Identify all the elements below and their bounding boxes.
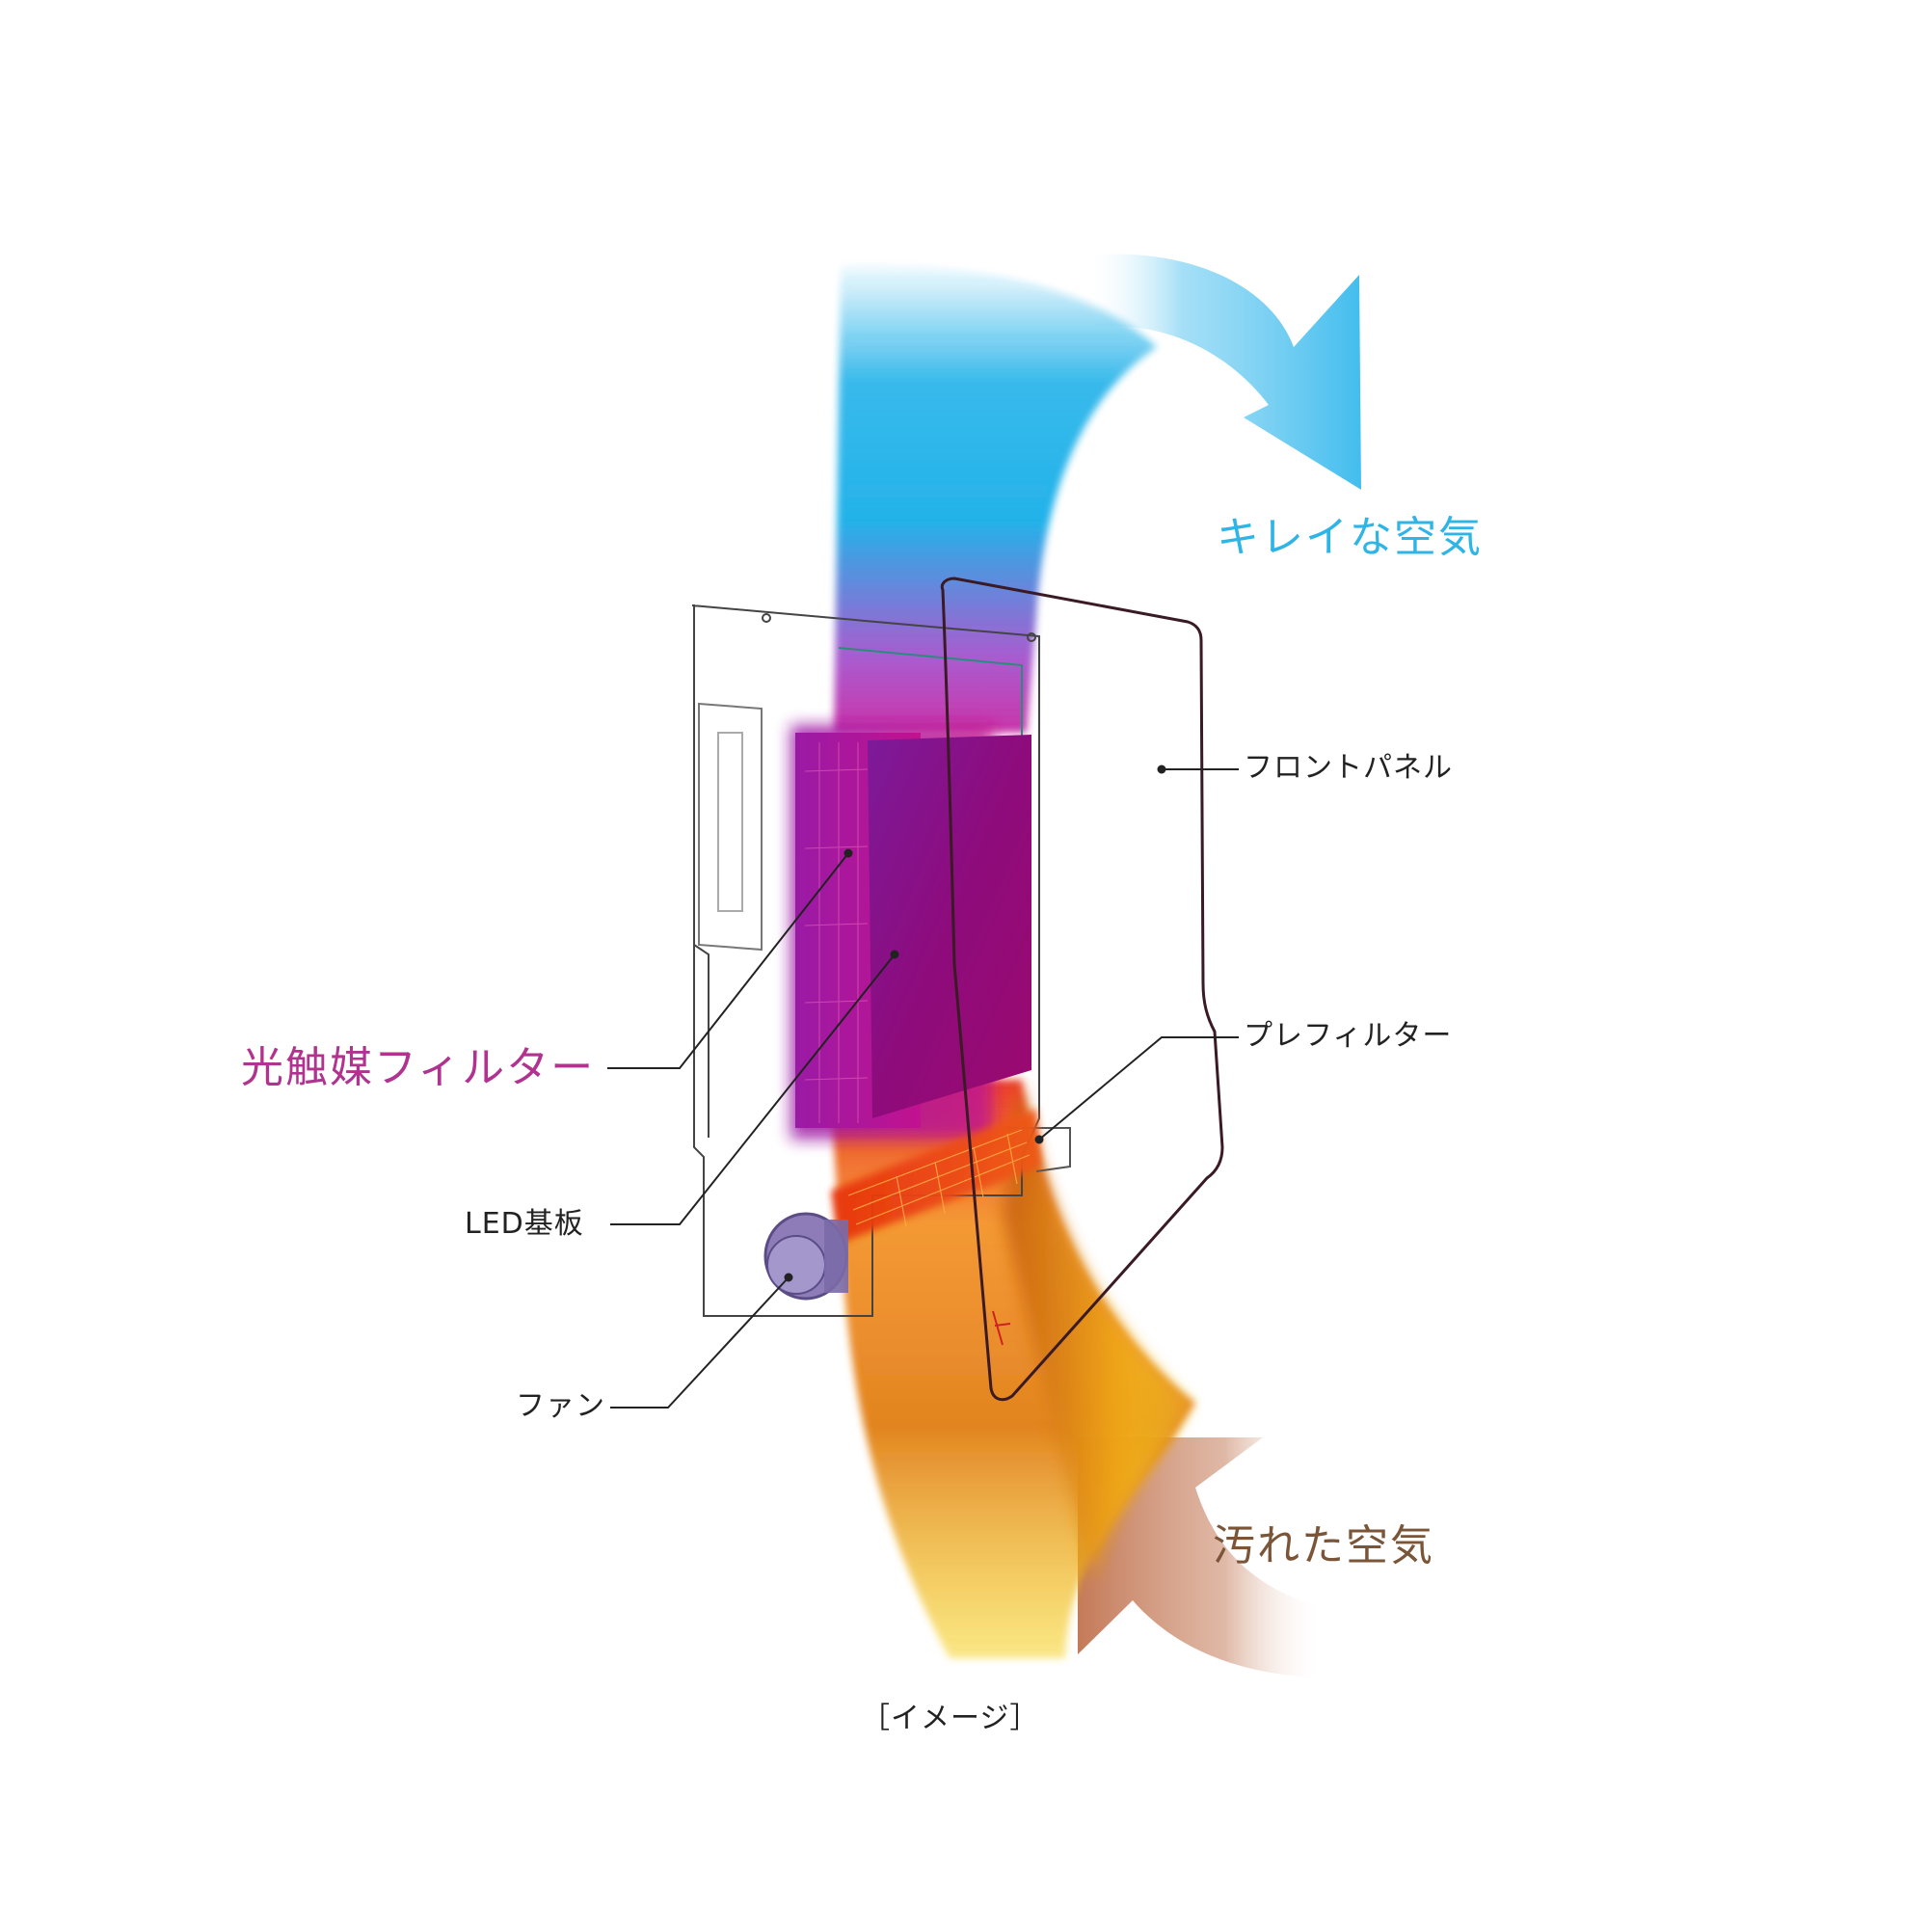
dirty-air-label: 汚れた空気 (1213, 1521, 1434, 1570)
caption: ［イメージ］ (861, 1702, 1040, 1735)
led-board (831, 1109, 1041, 1244)
fan-label: ファン (516, 1389, 605, 1423)
photocatalyst-filter-label: 光触媒フィルター (241, 1043, 596, 1092)
clean-airflow-stream (834, 264, 1157, 733)
photocatalyst-filter (790, 725, 1031, 1140)
prefilter-label: プレフィルター (1244, 1019, 1453, 1053)
clean-air-arrow (1084, 254, 1361, 490)
clean-air-label: キレイな空気 (1217, 513, 1483, 562)
dirty-air-arrow (1078, 1437, 1323, 1677)
leader-prefilter (1038, 1036, 1239, 1140)
dirty-airflow-stream (829, 1080, 1195, 1658)
front-panel (940, 577, 1224, 1402)
leader-fan (610, 1276, 790, 1409)
fan-motor (763, 1212, 848, 1301)
purifier-body (691, 604, 1071, 1317)
leader-led (610, 953, 896, 1225)
leader-photocatalyst (607, 852, 849, 1069)
front-panel-label: フロントパネル (1244, 751, 1453, 785)
led-board-label: LED基板 (465, 1207, 584, 1241)
leader-lines (607, 765, 1239, 1409)
